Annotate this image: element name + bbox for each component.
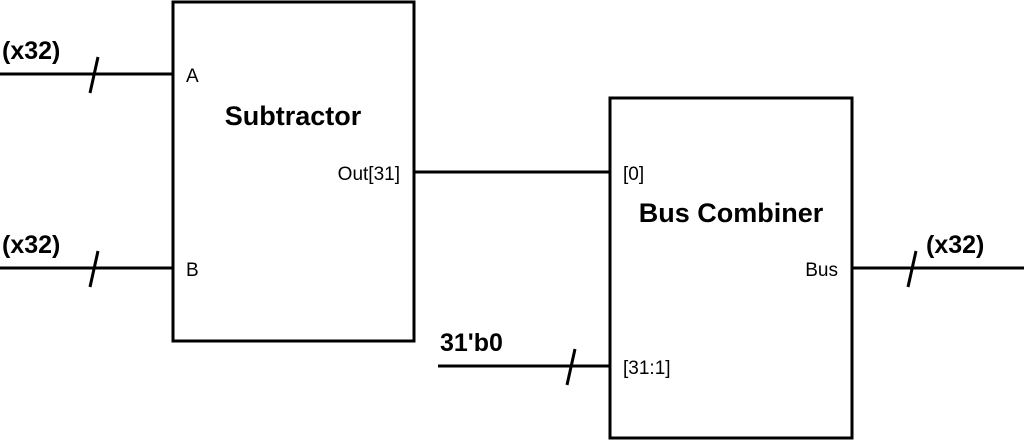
bus-combiner-port-bus-label: Bus xyxy=(805,260,838,281)
subtractor-port-b-label: B xyxy=(186,260,199,281)
output-width-label: (x32) xyxy=(926,231,984,259)
input-b-bus-slash xyxy=(88,250,100,288)
bus-combiner-port-low-label: [0] xyxy=(623,164,644,185)
constant-bus-slash xyxy=(565,348,577,386)
subtractor-port-out-label: Out[31] xyxy=(338,164,400,185)
input-a-bus-slash xyxy=(88,56,100,94)
input-b-width-label: (x32) xyxy=(2,231,60,259)
constant-label: 31'b0 xyxy=(440,329,503,357)
bus-combiner-title: Bus Combiner xyxy=(639,198,824,228)
subtractor-title: Subtractor xyxy=(225,101,362,131)
subtractor-block xyxy=(171,0,416,343)
output-bus-slash xyxy=(906,250,918,288)
subtractor-port-a-label: A xyxy=(186,66,199,87)
bus-combiner-block xyxy=(608,96,854,440)
input-a-width-label: (x32) xyxy=(2,37,60,65)
bus-combiner-port-high-label: [31:1] xyxy=(623,358,671,379)
